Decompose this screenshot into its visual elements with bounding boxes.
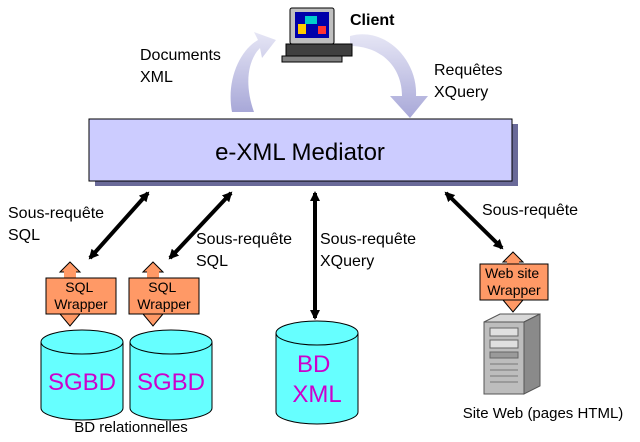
sous-requete-sql-left-label: Sous-requête SQL xyxy=(8,205,109,244)
requetes-xquery-line2: XQuery xyxy=(434,84,488,101)
requetes-xquery-label: Requêtes XQuery xyxy=(434,62,507,101)
sous-requete-xquery-line2: XQuery xyxy=(320,253,374,270)
sql-wrapper-2-line1: SQL xyxy=(148,279,176,295)
web-site-wrapper-line1: Web site xyxy=(485,265,539,281)
documents-xml-label: Documents XML xyxy=(140,47,225,86)
sous-requete-xquery-line1: Sous-requête xyxy=(320,231,416,248)
requetes-xquery-curved-arrow xyxy=(350,34,428,119)
bd-xml-label: BD XML xyxy=(292,351,341,408)
sql-wrapper-1-line1: SQL xyxy=(65,279,93,295)
sous-requete-sql-middle-line1: Sous-requête xyxy=(196,231,292,248)
sous-requete-sql-middle-line2: SQL xyxy=(196,253,228,270)
sgbd-2-label: SGBD xyxy=(137,369,205,396)
documents-xml-line2: XML xyxy=(140,69,173,86)
sql-wrapper-1-line2: Wrapper xyxy=(54,296,108,312)
sous-requete-xquery-label: Sous-requête XQuery xyxy=(320,231,421,270)
arrow-sql-2 xyxy=(168,191,233,260)
documents-xml-curved-arrow xyxy=(230,32,276,112)
sgbd-cylinder-1: SGBD xyxy=(40,329,124,421)
documents-xml-line1: Documents xyxy=(140,47,221,64)
sous-requete-web-label: Sous-requête xyxy=(482,202,578,219)
bd-xml-cylinder: BD XML xyxy=(275,320,359,425)
bd-xml-line1: BD xyxy=(297,351,330,378)
web-server-icon xyxy=(483,313,541,395)
arrow-web xyxy=(444,191,504,250)
web-site-wrapper-line2: Wrapper xyxy=(487,282,541,298)
sous-requete-sql-left-line1: Sous-requête xyxy=(8,205,104,222)
sous-requete-sql-middle-label: Sous-requête SQL xyxy=(196,231,297,270)
sql-wrapper-2-label: SQL Wrapper xyxy=(137,279,191,312)
mediator-label: e-XML Mediator xyxy=(215,139,385,166)
bd-relationnelles-caption: BD relationnelles xyxy=(74,419,187,436)
sgbd-cylinder-2: SGBD xyxy=(129,329,213,421)
sql-wrapper-1-label: SQL Wrapper xyxy=(54,279,108,312)
web-site-wrapper-label: Web site Wrapper xyxy=(485,265,543,298)
bd-xml-line2: XML xyxy=(292,381,341,408)
web-site-wrapper: Web site Wrapper xyxy=(479,251,549,313)
sql-wrapper-1: SQL Wrapper xyxy=(45,261,117,327)
requetes-xquery-line1: Requêtes xyxy=(434,62,503,79)
mediator-box: e-XML Mediator xyxy=(88,118,518,186)
sql-wrapper-2: SQL Wrapper xyxy=(128,261,200,327)
client-computer-icon xyxy=(281,7,353,63)
arrow-sql-1 xyxy=(88,191,150,260)
sgbd-1-label: SGBD xyxy=(48,369,116,396)
sql-wrapper-2-line2: Wrapper xyxy=(137,296,191,312)
sous-requete-sql-left-line2: SQL xyxy=(8,227,40,244)
site-web-caption: Site Web (pages HTML) xyxy=(463,405,624,422)
client-label: Client xyxy=(350,12,395,29)
